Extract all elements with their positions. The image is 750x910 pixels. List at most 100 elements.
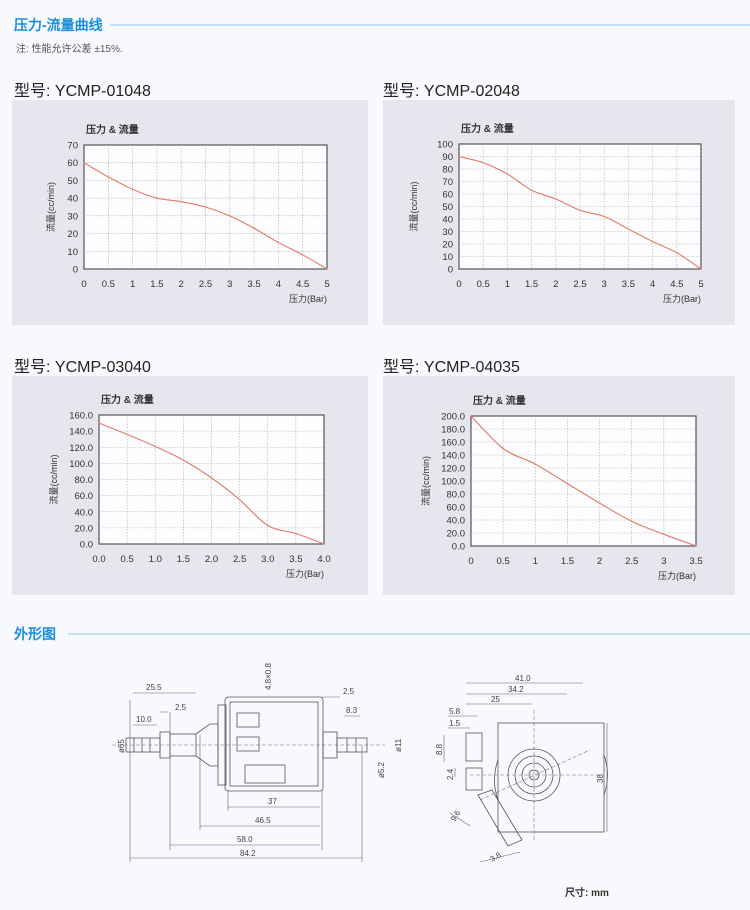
y-tick-label: 10 — [442, 252, 453, 263]
x-tick-label: 2.0 — [205, 554, 218, 565]
data-point — [83, 162, 85, 164]
y-tick-label: 80 — [442, 165, 453, 176]
dim-46-5: 46.5 — [255, 816, 271, 825]
data-point — [323, 543, 325, 545]
x-tick-label: 3 — [227, 279, 232, 290]
x-tick-label: 4.5 — [296, 279, 309, 290]
y-tick-label: 100 — [437, 140, 453, 151]
y-tick-label: 10 — [67, 247, 78, 258]
y-tick-label: 20.0 — [447, 529, 466, 540]
dim-38: 38 — [596, 774, 605, 783]
data-point — [534, 463, 536, 465]
dim-9-6: 9.6 — [449, 808, 463, 823]
data-point — [676, 252, 678, 254]
data-point — [555, 198, 557, 200]
y-tick-label: 0 — [448, 265, 453, 276]
data-point — [326, 268, 328, 270]
dim-10-0: 10.0 — [136, 715, 152, 724]
data-point — [154, 445, 156, 448]
y-tick-label: 50 — [67, 176, 78, 187]
y-axis-label: 流量(cc/min) — [408, 182, 419, 232]
y-tick-label: 20 — [67, 229, 78, 240]
section-title-outline: 外形图 — [14, 626, 56, 642]
x-tick-label: 2 — [597, 556, 602, 567]
y-tick-label: 140.0 — [69, 427, 93, 438]
y-tick-label: 160.0 — [441, 438, 465, 449]
y-tick-label: 80.0 — [75, 475, 94, 486]
data-point — [277, 241, 279, 244]
dim-5-8: 5.8 — [449, 707, 461, 716]
chart-title: 压力 & 流量 — [461, 122, 514, 135]
data-point — [566, 483, 569, 485]
dim-3-8: 3.8 — [489, 850, 504, 864]
data-point — [695, 545, 697, 547]
section-divider — [110, 24, 750, 26]
unit-label: 尺寸: mm — [565, 888, 609, 899]
dim-8-8: 8.8 — [435, 743, 444, 755]
data-point — [579, 209, 581, 211]
x-tick-label: 5 — [698, 279, 703, 290]
x-tick-label: 3.5 — [289, 554, 302, 565]
x-tick-label: 3 — [661, 556, 666, 567]
x-tick-label: 0 — [456, 279, 461, 290]
x-tick-label: 1.5 — [561, 556, 574, 567]
y-tick-label: 50 — [442, 202, 453, 213]
data-point — [98, 422, 100, 424]
y-tick-label: 120.0 — [441, 464, 465, 475]
y-tick-label: 0.0 — [80, 540, 93, 551]
dim-phi11: ø11 — [394, 738, 403, 752]
flow-curve-line — [470, 415, 697, 547]
data-point — [302, 254, 304, 256]
data-point — [627, 228, 629, 230]
x-tick-label: 1 — [533, 556, 538, 567]
dim-25-5: 25.5 — [146, 683, 162, 692]
dim-1-5: 1.5 — [449, 719, 461, 728]
data-point — [598, 502, 601, 504]
y-tick-label: 40.0 — [75, 507, 94, 518]
y-tick-label: 0.0 — [452, 542, 465, 553]
x-tick-label: 0.5 — [477, 279, 490, 290]
x-tick-label: 2.5 — [233, 554, 246, 565]
chart-title: 压力 & 流量 — [101, 393, 154, 406]
x-tick-label: 0 — [81, 279, 86, 290]
x-tick-label: 2 — [179, 279, 184, 290]
x-tick-label: 1 — [505, 279, 510, 290]
data-point — [267, 524, 269, 527]
x-tick-label: 4 — [276, 279, 281, 290]
x-axis-label: 压力(Bar) — [663, 293, 701, 304]
data-point — [295, 532, 297, 535]
data-point — [482, 162, 484, 164]
x-axis-label: 压力(Bar) — [658, 570, 696, 581]
y-tick-label: 20 — [442, 240, 453, 251]
tolerance-note: 注: 性能允许公差 ±15%. — [16, 44, 123, 55]
dim-58-0: 58.0 — [237, 835, 253, 844]
y-tick-label: 30 — [442, 227, 453, 238]
x-tick-label: 3.5 — [622, 279, 635, 290]
y-tick-label: 60.0 — [75, 491, 94, 502]
x-tick-label: 0.5 — [102, 279, 115, 290]
model-label: 型号: YCMP-01048 — [14, 83, 151, 100]
data-point — [631, 520, 633, 522]
y-axis-label: 流量(cc/min) — [48, 455, 59, 505]
y-tick-label: 70 — [67, 141, 78, 152]
data-point — [603, 215, 605, 218]
chart-title: 压力 & 流量 — [473, 394, 526, 407]
dim-37: 37 — [268, 797, 277, 806]
x-tick-label: 3.0 — [261, 554, 274, 565]
x-tick-label: 3.5 — [247, 279, 260, 290]
y-tick-label: 60 — [67, 158, 78, 169]
data-point — [652, 240, 654, 243]
x-tick-label: 2.5 — [625, 556, 638, 567]
x-tick-label: 1.0 — [149, 554, 162, 565]
data-point — [132, 188, 134, 190]
data-point — [502, 447, 504, 450]
data-point — [204, 206, 207, 208]
